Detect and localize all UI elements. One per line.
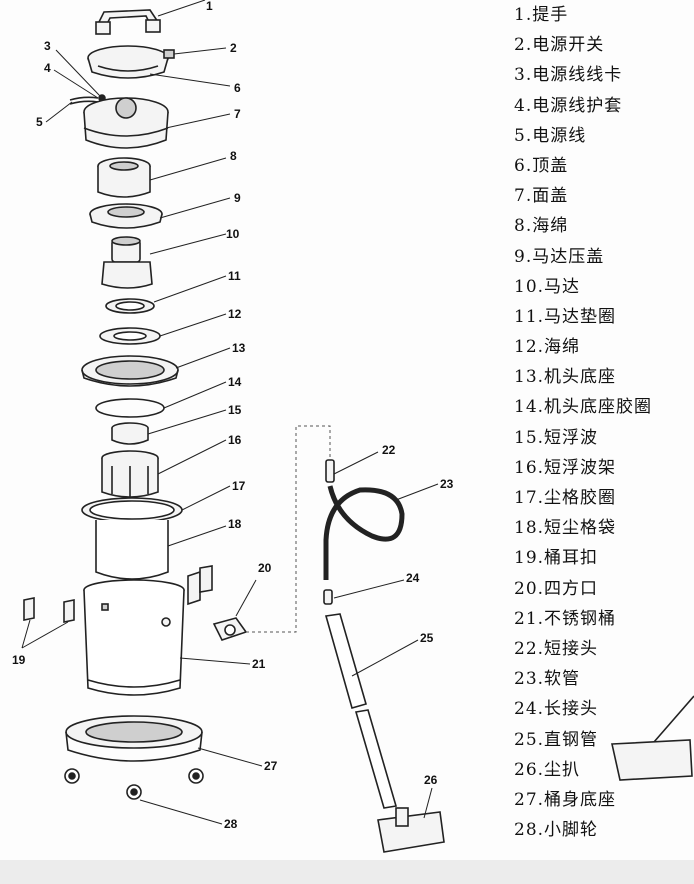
legend-item: 16.短浮波架 [514, 457, 617, 478]
callout-25: 25 [420, 631, 434, 645]
legend-item: 6.顶盖 [514, 155, 569, 176]
callout-23: 23 [440, 477, 454, 491]
legend-item: 24.长接头 [514, 699, 599, 720]
legend-item: 28.小脚轮 [514, 820, 599, 841]
callout-26: 26 [424, 773, 438, 787]
footer-bar [0, 860, 694, 884]
parts-legend: 1.提手 2.电源开关 3.电源线线卡 4.电源线护套 5.电源线 6.顶盖 7… [514, 0, 652, 845]
callout-9: 9 [234, 191, 241, 205]
legend-item: 14.机头底座胶圈 [514, 397, 653, 418]
callout-7: 7 [234, 107, 241, 121]
part-steel-tube [324, 613, 398, 809]
part-ear-clips [23, 565, 213, 623]
legend-item: 1.提手 [514, 5, 569, 25]
leader-lines [21, 0, 439, 825]
legend-item: 8.海绵 [514, 216, 569, 237]
callout-10: 10 [226, 227, 240, 241]
part-motor [101, 236, 153, 289]
part-short-connector [325, 459, 335, 483]
callout-6: 6 [234, 81, 241, 95]
legend-item: 12.海绵 [514, 337, 581, 358]
legend-item: 10.马达 [514, 276, 581, 297]
legend-item: 7.面盖 [514, 186, 569, 207]
callout-22: 22 [382, 443, 396, 457]
part-head-base [81, 355, 179, 387]
legend-item: 18.短尘格袋 [514, 518, 617, 539]
callout-4: 4 [44, 61, 51, 75]
part-square-port [212, 617, 248, 641]
legend-item: 25.直钢管 [514, 729, 599, 750]
legend-item: 11.马达垫圈 [514, 306, 617, 327]
callout-8: 8 [230, 149, 237, 163]
part-face-cover [83, 97, 169, 149]
part-handle [95, 9, 161, 35]
part-motor-cover [89, 203, 163, 229]
callout-2: 2 [230, 41, 237, 55]
legend-item: 26.尘扒 [514, 759, 581, 780]
part-bucket-base [65, 715, 203, 762]
callout-17: 17 [232, 479, 246, 493]
callout-1: 1 [206, 0, 213, 13]
legend-item: 13.机头底座 [514, 367, 617, 388]
callout-12: 12 [228, 307, 242, 321]
connection-dashed-line [246, 425, 331, 633]
callout-18: 18 [228, 517, 242, 531]
callout-27: 27 [264, 759, 278, 773]
legend-item: 20.四方口 [514, 578, 599, 599]
part-head-base-gasket [95, 398, 165, 418]
callout-16: 16 [228, 433, 242, 447]
callout-21: 21 [252, 657, 266, 671]
part-floor-brush [377, 807, 445, 853]
part-stainless-bucket [83, 579, 185, 696]
legend-item: 5.电源线 [514, 125, 587, 146]
legend-item: 4.电源线护套 [514, 95, 623, 116]
callout-13: 13 [232, 341, 246, 355]
legend-item: 19.桶耳扣 [514, 548, 599, 569]
callout-15: 15 [228, 403, 242, 417]
legend-item: 9.马达压盖 [514, 246, 605, 267]
part-filter-gasket [81, 497, 183, 523]
legend-item: 23.软管 [514, 669, 581, 690]
callout-3: 3 [44, 39, 51, 53]
callout-20: 20 [258, 561, 272, 575]
callout-19: 19 [12, 653, 26, 667]
legend-item: 27.桶身底座 [514, 789, 617, 810]
legend-item: 2.电源开关 [514, 35, 605, 56]
part-short-float [111, 422, 149, 445]
part-sponge [97, 157, 151, 198]
part-filter-bag [95, 520, 169, 580]
part-top-lid [87, 45, 175, 79]
part-floor-brush-preview [611, 695, 694, 781]
callout-5: 5 [36, 115, 43, 129]
legend-item: 17.尘格胶圈 [514, 488, 617, 508]
legend-item: 21.不锈钢桶 [514, 608, 617, 629]
legend-item: 3.电源线线卡 [514, 65, 623, 86]
part-long-connector [323, 589, 333, 605]
part-casters [64, 768, 204, 800]
part-float-bracket [101, 450, 159, 498]
callout-24: 24 [406, 571, 420, 585]
callout-11: 11 [228, 269, 241, 283]
callout-14: 14 [228, 375, 242, 389]
legend-item: 22.短接头 [514, 638, 599, 659]
callout-28: 28 [224, 817, 238, 831]
part-hose [323, 485, 405, 580]
legend-item: 15.短浮波 [514, 427, 599, 448]
